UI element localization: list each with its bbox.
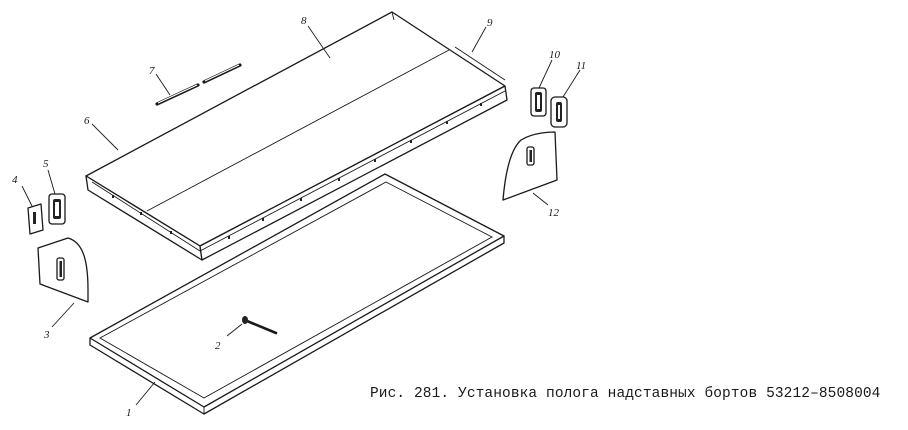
callout-labels: 1 2 3 4 5 6 7 8 9 10 11 12 <box>12 15 586 419</box>
cover-box-part-6-8-9 <box>85 11 508 261</box>
callout-8: 8 <box>301 15 307 27</box>
callout-2: 2 <box>215 340 221 352</box>
callout-7: 7 <box>149 65 155 77</box>
callout-6: 6 <box>84 115 90 127</box>
plate-part-11 <box>550 96 568 128</box>
callout-4: 4 <box>12 174 18 186</box>
pin-part-2 <box>226 316 278 337</box>
callout-5: 5 <box>43 158 49 170</box>
callout-12: 12 <box>548 207 560 219</box>
frame-part-1 <box>89 173 505 415</box>
figure-caption: Рис. 281. Установка полога надставных бо… <box>370 386 881 402</box>
plate-part-4 <box>27 203 44 235</box>
rods-part-7 <box>155 63 242 106</box>
callout-3: 3 <box>43 329 50 341</box>
flap-part-12 <box>502 131 558 201</box>
callout-11: 11 <box>576 60 586 72</box>
callout-9: 9 <box>487 17 493 29</box>
callout-1: 1 <box>126 407 132 419</box>
flap-part-3 <box>37 237 89 303</box>
buckle-part-10 <box>530 87 547 117</box>
leader-lines <box>21 25 581 406</box>
buckle-part-5 <box>48 193 66 225</box>
callout-10: 10 <box>549 49 561 61</box>
